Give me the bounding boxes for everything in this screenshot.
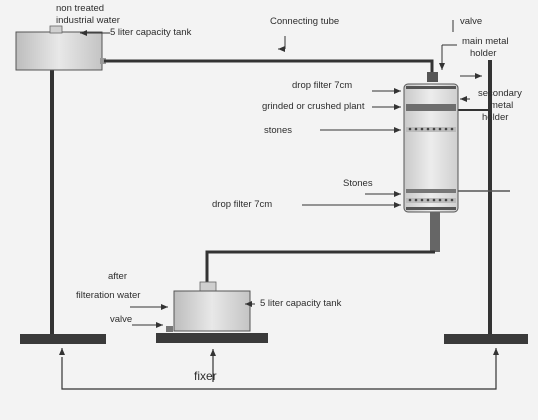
bottom-tank	[166, 281, 251, 332]
label-drop-filter-bottom: drop filter 7cm	[212, 199, 273, 210]
label-grinded-plant: grinded or crushed plant	[262, 101, 365, 112]
label-non-treated: non treated	[56, 3, 105, 14]
label-industrial-water: industrial water	[56, 15, 120, 26]
label-filteration-water: filteration water	[76, 290, 141, 301]
label-after: after	[108, 271, 128, 282]
bottom-valve	[430, 212, 440, 252]
plant-layer	[406, 104, 456, 111]
label-secondary-3: holder	[482, 112, 509, 123]
right-stand-base	[444, 334, 528, 344]
label-stones-lower: Stones	[343, 178, 373, 189]
label-tank-bottom: 5 liter capacity tank	[260, 298, 342, 309]
label-secondary-1: secondary	[478, 88, 522, 99]
label-connecting-tube: Connecting tube	[270, 16, 340, 27]
label-secondary-2: metal	[490, 100, 514, 111]
label-valve-bottom: valve	[110, 314, 133, 325]
outlet-tube	[205, 250, 435, 284]
label-valve-top: valve	[460, 16, 483, 27]
top-valve	[427, 72, 438, 82]
label-stones-upper: stones	[264, 125, 292, 136]
label-drop-filter-top: drop filter 7cm	[292, 80, 353, 91]
label-tank-top: 5 liter capacity tank	[110, 27, 192, 38]
left-stand-base	[20, 334, 106, 344]
filter-column	[403, 83, 459, 213]
bottom-tank-base	[156, 333, 268, 343]
stones-layer	[406, 189, 456, 193]
top-tank	[15, 25, 106, 71]
label-main-metal-holder-2: holder	[470, 48, 497, 59]
label-main-metal-holder-1: main metal	[462, 36, 509, 47]
label-fixer: fixer	[194, 369, 217, 383]
connecting-tube	[104, 59, 434, 78]
fixer-line	[61, 355, 497, 390]
